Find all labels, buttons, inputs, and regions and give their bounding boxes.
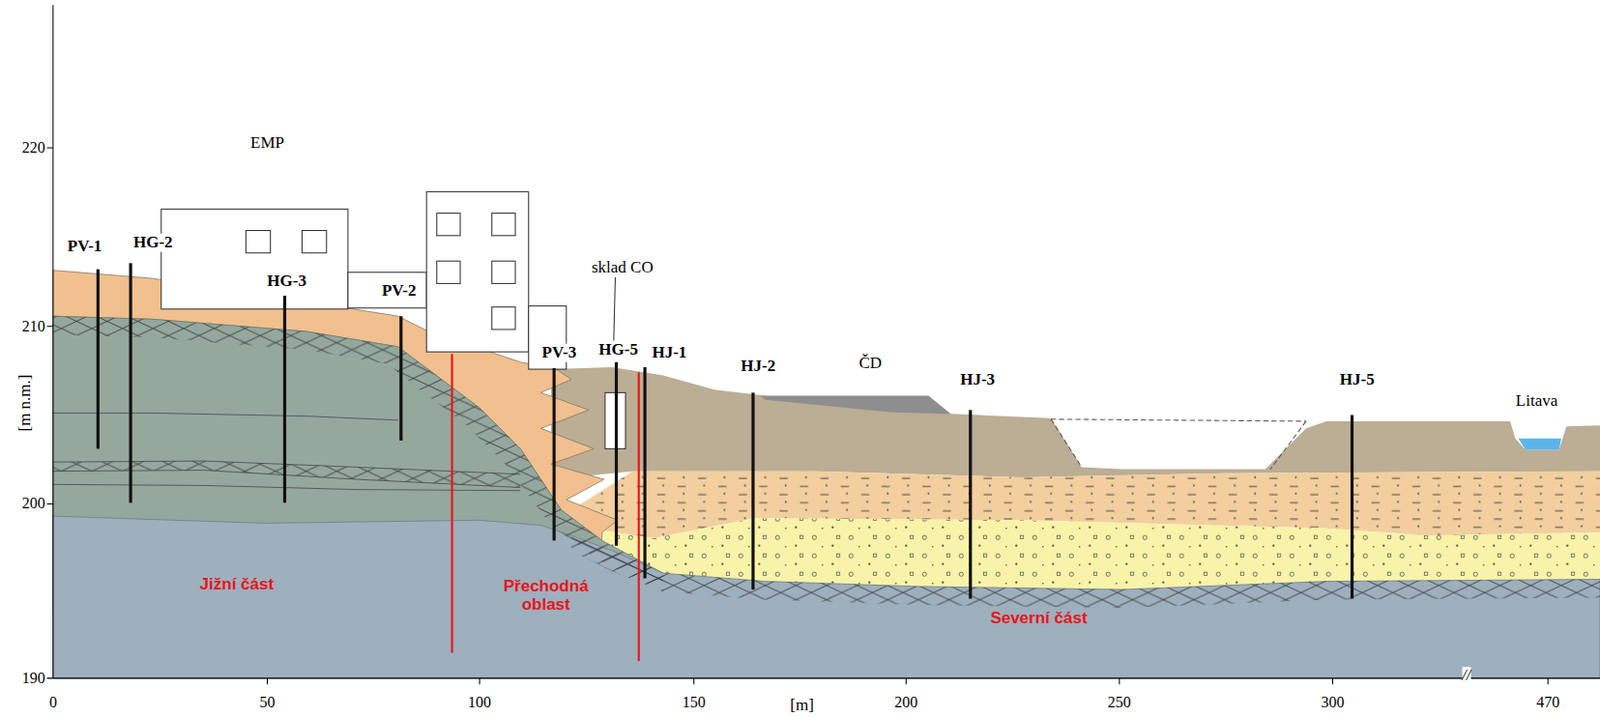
axis-title: [m n.m.] [16, 374, 35, 432]
buildings-part [492, 261, 516, 284]
boreholes-part [751, 392, 755, 590]
building-label: EMP [250, 133, 285, 152]
soil-layers-part [53, 484, 521, 491]
axis-value: 150 [682, 694, 706, 712]
buildings-part [348, 272, 427, 309]
axes-part [47, 147, 54, 679]
soil-layers-part [759, 396, 951, 415]
buildings-part [492, 213, 516, 236]
river-label: Litava [1515, 391, 1558, 410]
boreholes-part [968, 409, 972, 599]
axis-value: 300 [1320, 694, 1344, 712]
soil-layers-part [1050, 419, 1307, 470]
boreholes-part [552, 368, 556, 541]
boreholes-part [129, 262, 133, 503]
borehole-label: PV-2 [381, 281, 417, 300]
borehole-label: HJ-5 [1339, 370, 1375, 389]
axes-part [53, 677, 1600, 679]
borehole-label: HG-2 [133, 233, 174, 253]
axis-title: [m] [789, 697, 815, 716]
axis-value: 210 [22, 318, 46, 336]
zone-label: Přechodná oblast [490, 578, 603, 616]
buildings-part [426, 191, 529, 352]
axes-part [267, 678, 1549, 685]
structure-label: ČD [859, 353, 883, 373]
axis-value: 220 [22, 139, 46, 157]
buildings-part [245, 231, 270, 254]
axis-value: 190 [22, 669, 46, 688]
axes [47, 4, 1600, 685]
borehole-label: PV-1 [67, 237, 103, 257]
axis-value: 200 [894, 694, 918, 712]
axes-part [52, 4, 54, 679]
buildings [161, 191, 626, 449]
soil-layers-part [53, 412, 399, 420]
axis-value: 200 [22, 495, 46, 514]
soil-layers-part [571, 535, 1600, 609]
zone-boundaries-part [638, 372, 640, 662]
boreholes-part [614, 362, 618, 547]
borehole-label: HJ-3 [960, 370, 995, 389]
zone-boundaries [452, 353, 640, 662]
axis-value: 100 [467, 694, 492, 712]
boreholes-part [1350, 415, 1354, 600]
axis-value: 0 [49, 694, 58, 712]
boreholes-part [399, 316, 403, 441]
boreholes-part [642, 367, 646, 579]
borehole-label: HJ-1 [651, 344, 687, 363]
axis-value: 470 [1536, 694, 1560, 712]
buildings-part [301, 231, 326, 254]
structure-label: sklad CO [591, 258, 654, 277]
buildings-part [436, 261, 461, 284]
buildings-part [161, 208, 349, 309]
soil-layers-part [1518, 438, 1562, 451]
borehole-label: HG-3 [266, 272, 307, 291]
buildings-part [436, 213, 461, 236]
axis-break: // [1461, 667, 1471, 685]
soil-layers-part [53, 461, 521, 488]
boreholes [97, 262, 1352, 599]
zone-boundaries-part [451, 353, 454, 653]
borehole-label: HJ-2 [740, 357, 776, 377]
axis-value: 50 [260, 694, 276, 712]
boreholes-part [96, 269, 100, 450]
soil-layers-part [551, 367, 1600, 480]
axis-value: 250 [1107, 694, 1132, 712]
buildings-part [492, 307, 516, 330]
zone-label: Severní část [987, 608, 1090, 629]
borehole-label: HG-5 [598, 341, 639, 360]
borehole-label: PV-3 [542, 344, 578, 363]
boreholes-part [283, 295, 287, 503]
zone-label: Jižní část [197, 574, 278, 595]
soil-layers [53, 270, 1600, 679]
soil-layers-part [53, 516, 1600, 679]
